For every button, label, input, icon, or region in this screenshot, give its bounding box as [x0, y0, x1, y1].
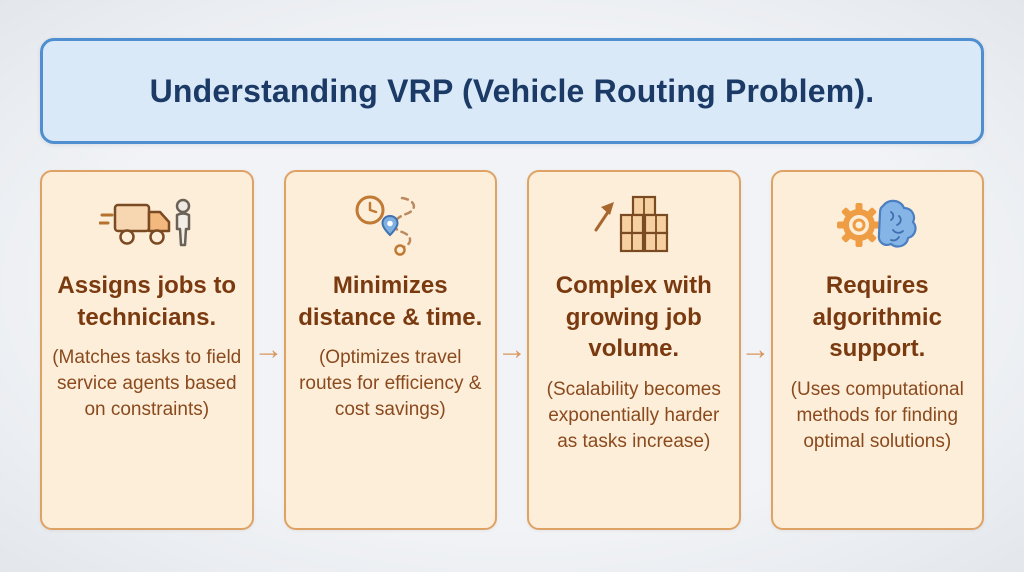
card-description: (Uses computational methods for finding … — [790, 379, 964, 452]
gear-brain-icon — [831, 192, 923, 258]
page-title: Understanding VRP (Vehicle Routing Probl… — [149, 72, 875, 109]
card-heading: Minimizes distance & time. — [298, 272, 483, 331]
card-description: (Matches tasks to field service agents b… — [52, 347, 242, 420]
boxes-growth-icon — [590, 192, 678, 258]
arrow-right-icon: → — [740, 333, 771, 366]
arrow-right-icon: → — [497, 333, 527, 366]
card-heading: Assigns jobs to technicians. — [57, 272, 237, 331]
clock-route-icon — [346, 192, 434, 258]
arrow-right-icon: → — [253, 333, 284, 366]
card-heading: Complex with growing job volume. — [555, 272, 712, 363]
card-minimizes-distance: Minimizes distance & time. (Optimizes tr… — [283, 170, 497, 530]
card-description: (Scalability becomes exponentially harde… — [546, 379, 721, 452]
card-heading: Requires algorithmic support. — [812, 272, 942, 363]
card-assigns-jobs: Assigns jobs to technicians. (Matches ta… — [40, 170, 254, 530]
cards-row: Assigns jobs to technicians. (Matches ta… — [40, 170, 984, 530]
card-complexity: Complex with growing job volume. (Scalab… — [527, 170, 741, 530]
truck-technician-icon — [98, 192, 195, 258]
card-description: (Optimizes travel routes for efficiency … — [299, 347, 482, 420]
card-algorithmic-support: Requires algorithmic support. (Uses comp… — [770, 170, 984, 530]
title-banner: Understanding VRP (Vehicle Routing Probl… — [40, 38, 984, 144]
